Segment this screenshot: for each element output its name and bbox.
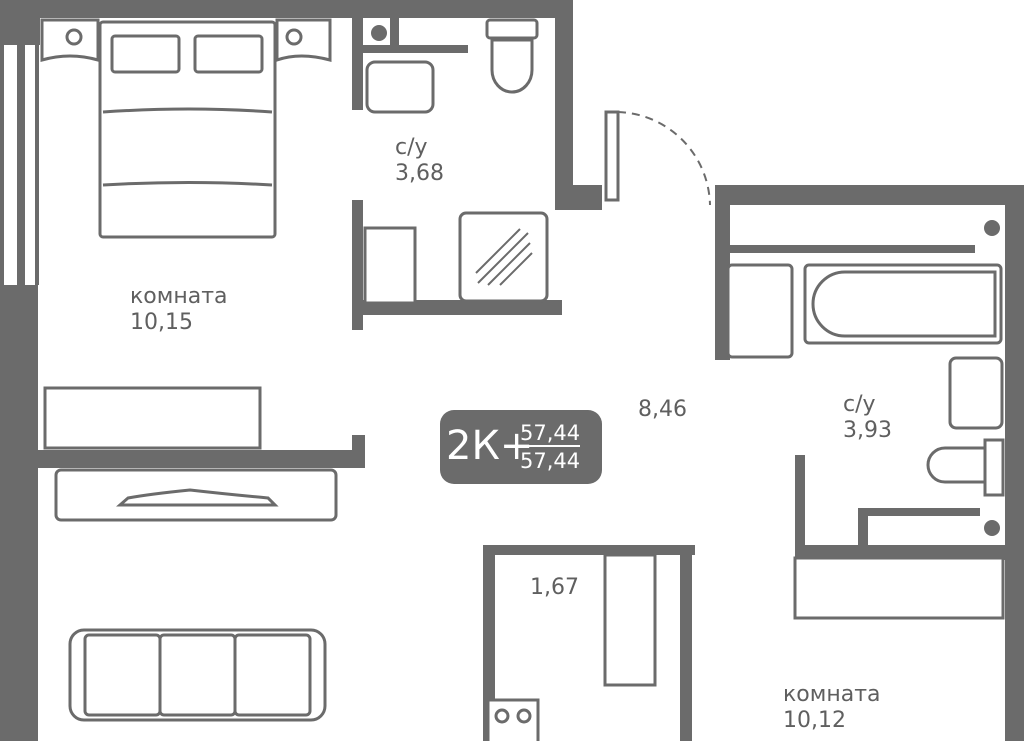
area-total: 57,44 (520, 421, 581, 447)
bathroom-1-fixtures (363, 18, 549, 305)
bed-icon (40, 18, 332, 239)
room-area: 3,93 (843, 418, 892, 443)
room-name: комната (783, 682, 881, 707)
wardrobes (43, 386, 1005, 687)
stove-icon (486, 698, 540, 741)
bathroom-2-fixtures (726, 220, 1005, 536)
room-area: 10,15 (130, 310, 193, 335)
storage-label: 1,67 (530, 575, 579, 601)
room-area: 1,67 (530, 575, 579, 600)
apartment-type-badge: 2К+ 57,44 57,44 (440, 410, 602, 484)
room-name: с/у (843, 392, 876, 417)
room-name: комната (130, 284, 228, 309)
room-area: 10,12 (783, 708, 846, 733)
door (604, 110, 711, 206)
sofa-icon (68, 628, 327, 722)
room-area: 3,68 (395, 161, 444, 186)
apartment-type: 2К+ (446, 423, 534, 469)
area-living: 57,44 (520, 449, 581, 473)
hall-label: 8,46 (638, 397, 687, 423)
room-area: 8,46 (638, 397, 687, 422)
room-name: с/у (395, 135, 428, 160)
